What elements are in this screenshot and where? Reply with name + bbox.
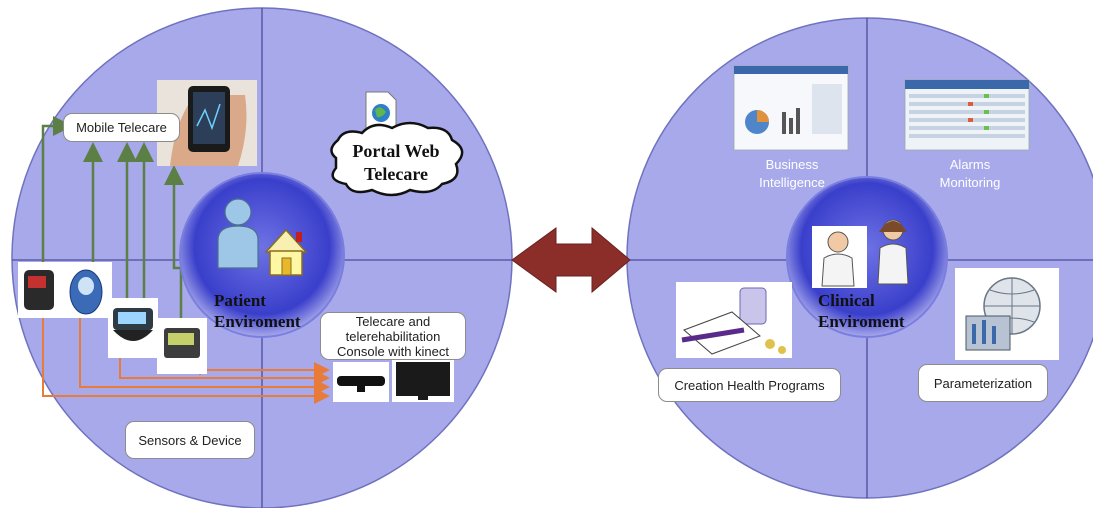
clinical-label-line-2: Enviroment bbox=[818, 312, 905, 331]
alarms-monitoring-screenshot bbox=[904, 79, 1030, 151]
alarms-monitoring-label: Alarms Monitoring bbox=[920, 156, 1020, 192]
kinect-tv-images bbox=[333, 360, 454, 402]
sensor-device-images bbox=[18, 262, 207, 374]
patient-label-line-1: Patient bbox=[214, 291, 266, 310]
mobile-telecare-box: Mobile Telecare bbox=[63, 113, 180, 142]
portal-cloud-shape bbox=[330, 121, 464, 197]
business-label-line-1: Business bbox=[765, 157, 819, 172]
telecare-console-box: Telecare and telerehabilitation Console … bbox=[320, 312, 466, 360]
business-intelligence-screenshot bbox=[733, 65, 849, 151]
parameterization-globe-icon bbox=[955, 268, 1059, 360]
portal-label-line-2: Telecare bbox=[364, 164, 428, 184]
health-programs-picture bbox=[676, 282, 792, 358]
business-label-line-2: Intelligence bbox=[759, 175, 825, 190]
home-icon bbox=[264, 228, 308, 276]
sensors-device-box: Sensors & Device bbox=[125, 421, 255, 459]
patient-label-line-2: Enviroment bbox=[214, 312, 301, 331]
clinical-enviroment-label: Clinical Enviroment bbox=[818, 290, 928, 332]
portal-label-line-1: Portal Web bbox=[352, 141, 440, 161]
alarms-label-line-1: Alarms bbox=[949, 157, 991, 172]
web-page-icon bbox=[365, 91, 397, 129]
alarms-label-line-2: Monitoring bbox=[939, 175, 1001, 190]
console-line-2: telerehabilitation bbox=[345, 328, 441, 344]
console-line-1: Telecare and bbox=[355, 313, 431, 329]
creation-health-programs-box: Creation Health Programs bbox=[658, 368, 841, 402]
patient-enviroment-label: Patient Enviroment bbox=[214, 290, 324, 332]
console-line-3: Console with kinect bbox=[337, 343, 449, 359]
smartphone-picture bbox=[157, 80, 257, 166]
clinical-label-line-1: Clinical bbox=[818, 291, 875, 310]
bidirectional-arrow bbox=[511, 226, 631, 294]
doctors-icon bbox=[812, 219, 909, 288]
parameterization-box: Parameterization bbox=[918, 364, 1048, 402]
green-connector-arrows bbox=[41, 116, 184, 325]
business-intelligence-label: Business Intelligence bbox=[742, 156, 842, 192]
portal-web-telecare-label: Portal Web Telecare bbox=[334, 140, 458, 186]
patient-person-icon bbox=[217, 198, 259, 269]
patient-inner-circle bbox=[179, 172, 345, 338]
